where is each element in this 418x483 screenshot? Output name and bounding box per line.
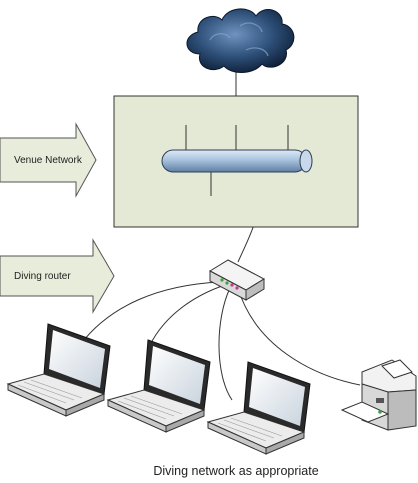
laptop-icon [106,339,211,433]
router-icon [208,259,266,301]
printer-icon [340,359,417,431]
router-to-laptop2-link [149,284,226,346]
venue-network-label: Venue Network [14,155,83,166]
venue-network-arrow: Venue Network [0,122,97,198]
pipe-connectors [185,125,289,196]
diving-router-arrow: Diving router [0,238,115,314]
router-to-laptop1-link [79,281,221,346]
diagram-caption: Diving network as appropriate [153,464,318,478]
router-to-printer-link [237,287,361,386]
laptop-icon [6,323,111,417]
router-to-laptop3-link [218,287,233,401]
laptop-icon [206,361,311,455]
diving-router-label: Diving router [14,271,71,282]
cloud-icon [186,8,295,73]
network-pipe-icon [161,149,313,173]
